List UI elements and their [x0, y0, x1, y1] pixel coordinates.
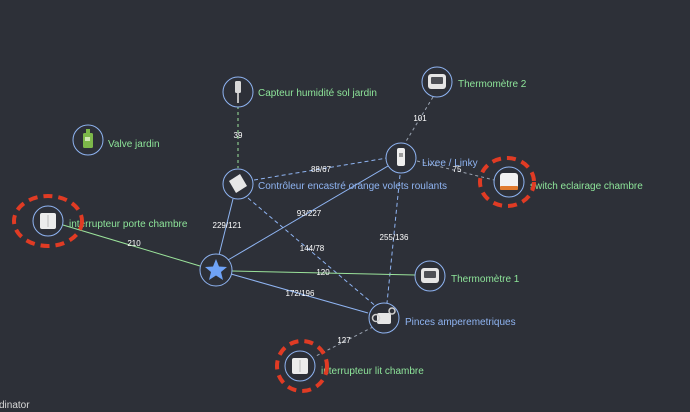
footer-legend-text: dinator — [0, 400, 30, 411]
valve-icon — [83, 129, 93, 148]
node-capteur-humidite[interactable]: Capteur humidité sol jardin — [222, 76, 377, 108]
node-thermometre-1[interactable]: Thermomètre 1 — [414, 260, 520, 292]
edge-controleur-lixee — [253, 157, 388, 181]
edge-thermo2-lixee — [404, 96, 434, 144]
highlight-circle — [478, 156, 536, 208]
node-label-inter-lit: interrupteur lit chambre — [321, 366, 424, 377]
edge-lixee-switch — [416, 160, 495, 181]
link-label-coord-thermo1: 120 — [316, 268, 330, 277]
edge-controleur-pinces — [247, 197, 379, 309]
node-coordinator[interactable] — [199, 253, 233, 287]
node-label-thermo2: Thermomètre 2 — [458, 79, 527, 90]
wall-switch-icon — [292, 358, 308, 374]
node-label-thermo1: Thermomètre 1 — [451, 274, 520, 285]
link-label-controleur-lixee: 88/67 — [311, 165, 332, 174]
edges — [62, 96, 495, 358]
thermometer-icon — [428, 74, 446, 89]
clamp-meter-icon — [371, 307, 396, 324]
node-label-controleur: Contrôleur encastré orange volets roulan… — [258, 181, 447, 192]
node-thermometre-2[interactable]: Thermomètre 2 — [421, 66, 527, 98]
link-label-pinces-inter-lit: 127 — [337, 336, 351, 345]
link-label-controleur-pinces: 144/78 — [300, 244, 325, 253]
edge-coord-pinces — [230, 273, 369, 314]
node-switch-eclairage[interactable]: switch eclairage chambre — [478, 156, 643, 208]
link-label-thermo2-lixee: 101 — [413, 114, 427, 123]
node-controleur-volets[interactable]: Contrôleur encastré orange volets roulan… — [222, 168, 447, 200]
star-icon — [205, 259, 227, 280]
link-label-coord-pinces: 172/196 — [286, 289, 315, 298]
shutter-controller-icon — [229, 174, 247, 193]
smart-switch-icon — [500, 173, 518, 190]
soil-sensor-icon — [235, 81, 241, 103]
node-label-lixee: Lixee / Linky — [422, 158, 478, 169]
link-label-capteur-controleur: 39 — [234, 131, 243, 140]
link-label-inter-porte-coord: 210 — [127, 239, 141, 248]
node-label-switch: switch eclairage chambre — [530, 181, 643, 192]
highlight-circle — [275, 339, 329, 393]
edge-coord-lixee — [227, 165, 389, 261]
edge-lixee-pinces — [386, 174, 401, 304]
edge-coord-controleur — [218, 198, 234, 256]
node-label-inter-porte: interrupteur porte chambre — [69, 219, 188, 230]
linky-module-icon — [397, 148, 405, 166]
highlight-circle — [12, 194, 84, 248]
node-interrupteur-lit[interactable]: interrupteur lit chambre — [275, 339, 424, 393]
node-lixee-linky[interactable]: Lixee / Linky — [385, 142, 478, 174]
edge-inter-porte-coord — [62, 224, 201, 267]
node-valve-jardin[interactable]: Valve jardin — [72, 124, 160, 156]
thermometer-icon — [421, 268, 439, 283]
link-label-coord-lixee: 93/227 — [297, 209, 322, 218]
node-pinces-amperemetriques[interactable]: Pinces amperemetriques — [368, 302, 516, 334]
link-label-coord-controleur: 229/121 — [213, 221, 242, 230]
link-label-lixee-pinces: 255/136 — [380, 233, 409, 242]
link-label-lixee-switch: 75 — [453, 165, 462, 174]
edge-coord-thermo1 — [231, 270, 416, 276]
node-label-pinces: Pinces amperemetriques — [405, 317, 516, 328]
node-label-capteur: Capteur humidité sol jardin — [258, 88, 377, 99]
node-interrupteur-porte[interactable]: interrupteur porte chambre — [12, 194, 188, 248]
link-labels: 39 101 88/67 75 229/121 93/227 144/78 25… — [127, 114, 462, 345]
node-label-valve: Valve jardin — [108, 139, 160, 150]
wall-switch-icon — [40, 213, 56, 229]
